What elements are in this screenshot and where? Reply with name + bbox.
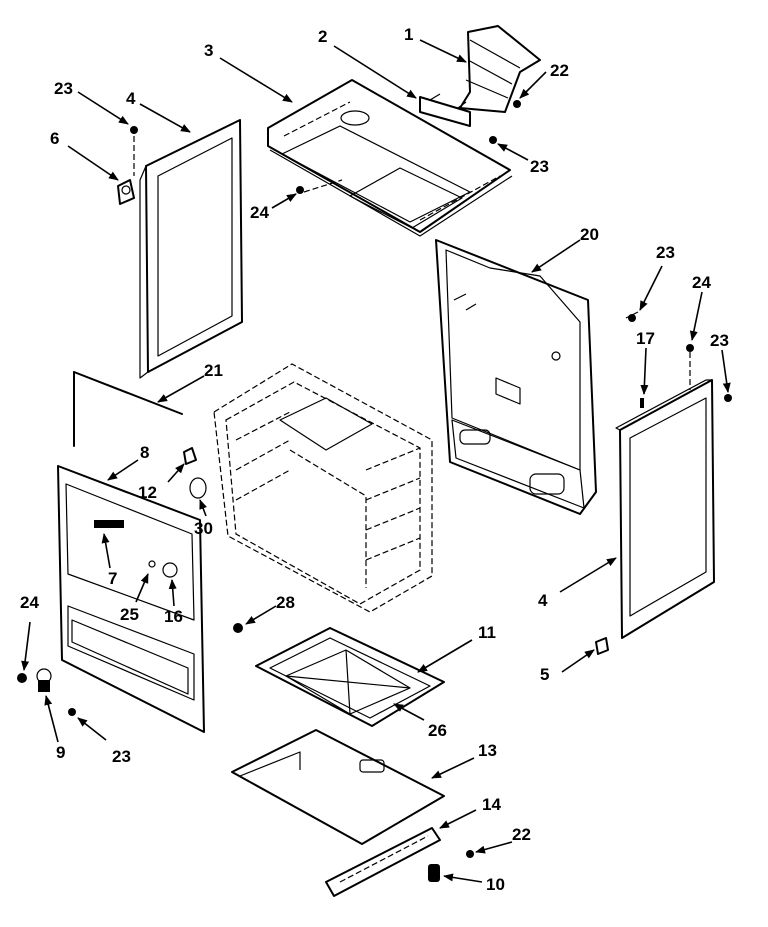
part-2-bracket: [419, 93, 471, 127]
leader-lines: [21, 39, 731, 883]
callout-26: 26: [428, 721, 447, 740]
callout-17: 17: [636, 329, 655, 348]
callout-28: 28: [276, 593, 295, 612]
part-6-hinge-clip: [117, 179, 135, 205]
callout-22-top: 22: [550, 61, 569, 80]
callout-11: 11: [478, 623, 496, 642]
callout-20: 20: [580, 225, 599, 244]
part-13-bottom-panel: [231, 729, 445, 845]
part-8-front-frame: [57, 465, 205, 733]
callout-3: 3: [204, 41, 213, 60]
part-4-right-side-panel: [615, 379, 715, 639]
part-21-gasket: [73, 371, 183, 447]
screws-top: [130, 100, 521, 194]
part-3-top-panel: [267, 79, 513, 237]
part-9-knob-assembly: [17, 623, 243, 716]
callout-23-bottom-left: 23: [112, 747, 131, 766]
part-4-left-side-panel: [139, 119, 243, 379]
callout-7: 7: [108, 569, 117, 588]
part-14-kick-rail: [325, 827, 441, 897]
callout-8: 8: [140, 443, 149, 462]
callout-24-left: 24: [20, 593, 39, 612]
part-12-30-small: [183, 447, 207, 499]
part-20-back-panel: [435, 239, 597, 515]
callout-5: 5: [540, 665, 549, 684]
callout-23-far-right: 23: [710, 331, 729, 350]
callout-10: 10: [486, 875, 505, 894]
callout-30: 30: [194, 519, 213, 538]
callout-1: 1: [404, 25, 413, 44]
callout-6: 6: [50, 129, 59, 148]
callout-13: 13: [478, 741, 497, 760]
callout-4-right: 4: [538, 591, 548, 610]
part-1-vent-duct: [459, 25, 541, 113]
part-11-burner-box: [255, 627, 445, 727]
callout-4-left: 4: [126, 89, 136, 108]
callout-23-top-left: 23: [54, 79, 73, 98]
callout-2: 2: [318, 27, 327, 46]
callout-14: 14: [482, 795, 501, 814]
callout-16: 16: [164, 607, 183, 626]
part-10-leveler: [428, 850, 474, 882]
callout-24-top: 24: [250, 203, 269, 222]
callout-22-bottom: 22: [512, 825, 531, 844]
callout-23-top: 23: [530, 157, 549, 176]
part-5-clip: [595, 637, 609, 655]
callout-12: 12: [138, 483, 157, 502]
screws-right: [625, 311, 732, 408]
callout-25: 25: [120, 605, 139, 624]
callout-24-right: 24: [692, 273, 711, 292]
callout-9: 9: [56, 743, 65, 762]
callout-23-right: 23: [656, 243, 675, 262]
oven-cavity-liner: [213, 363, 433, 613]
callout-21: 21: [204, 361, 223, 380]
callout-labels: 1 2 3 4 23 6 22 23 24 20 23 24 17 23 21 …: [20, 25, 729, 894]
